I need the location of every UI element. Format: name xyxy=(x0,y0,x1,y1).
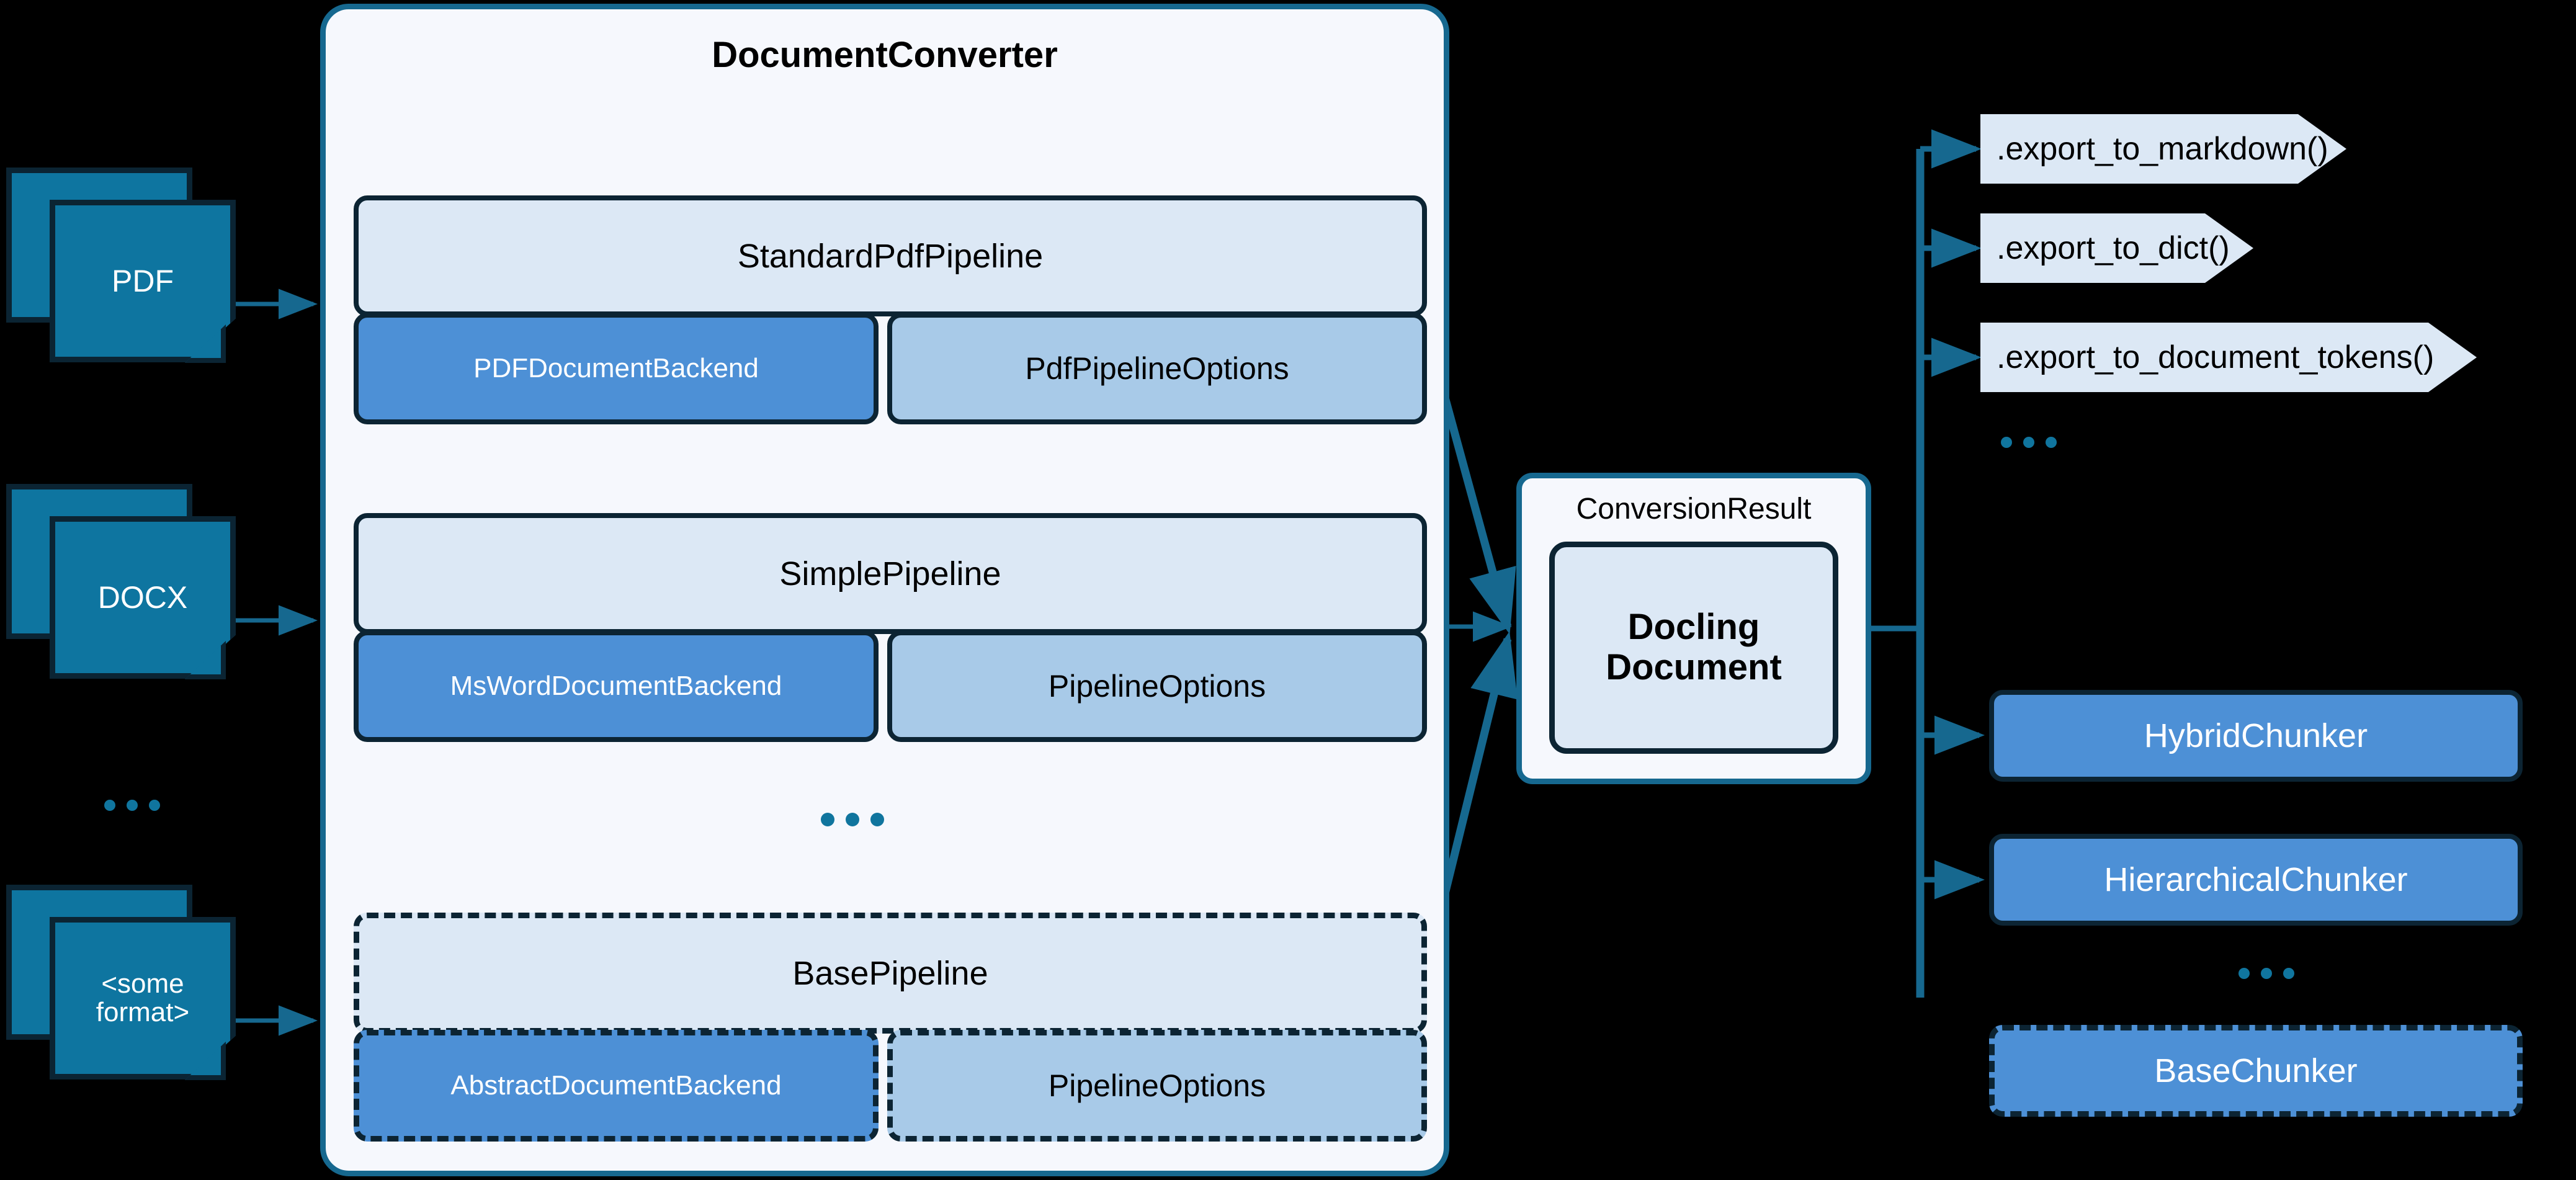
chunker-label: HierarchicalChunker xyxy=(2104,861,2408,898)
conversion-result-box: ConversionResult Docling Document xyxy=(1516,473,1871,784)
pipeline-title: StandardPdfPipeline xyxy=(354,195,1427,316)
pipeline-options[interactable]: PdfPipelineOptions xyxy=(887,313,1427,424)
chunker-hybrid[interactable]: HybridChunker xyxy=(1989,690,2523,782)
input-doc-label: PDF xyxy=(112,263,174,298)
input-doc-label: DOCX xyxy=(97,579,188,615)
export-banner-markdown[interactable]: .export_to_markdown() xyxy=(1980,114,2346,184)
doc-front-sheet: <some format> xyxy=(50,917,236,1079)
doc-front-sheet: DOCX xyxy=(50,516,236,679)
doc-front-sheet: PDF xyxy=(50,200,236,362)
export-banner-dict[interactable]: .export_to_dict() xyxy=(1980,213,2253,283)
pipeline-title: SimplePipeline xyxy=(354,513,1427,634)
pipeline-components-row: AbstractDocumentBackend PipelineOptions xyxy=(354,1030,1427,1142)
chunker-label: HybridChunker xyxy=(2144,717,2368,754)
pipeline-backend[interactable]: PDFDocumentBackend xyxy=(354,313,879,424)
pipeline-options[interactable]: PipelineOptions xyxy=(887,630,1427,742)
export-banner-label: .export_to_markdown() xyxy=(1997,131,2328,167)
export-banner-label: .export_to_dict() xyxy=(1997,230,2230,266)
pipeline-base[interactable]: BasePipeline AbstractDocumentBackend Pip… xyxy=(354,913,1427,1142)
export-banner-label: .export_to_document_tokens() xyxy=(1997,339,2435,375)
pipeline-standard-pdf[interactable]: StandardPdfPipeline PDFDocumentBackend P… xyxy=(354,195,1427,424)
input-doc-label: <some format> xyxy=(96,968,190,1027)
pipeline-components-row: PDFDocumentBackend PdfPipelineOptions xyxy=(354,313,1427,424)
chunker-ellipsis xyxy=(2238,968,2294,979)
chunker-hierarchical[interactable]: HierarchicalChunker xyxy=(1989,834,2523,926)
conversion-result-title: ConversionResult xyxy=(1576,493,1812,525)
chunker-label: BaseChunker xyxy=(2154,1052,2358,1089)
pipeline-components-row: MsWordDocumentBackend PipelineOptions xyxy=(354,630,1427,742)
pipeline-options[interactable]: PipelineOptions xyxy=(887,1030,1427,1142)
pipeline-backend[interactable]: AbstractDocumentBackend xyxy=(354,1030,879,1142)
export-ellipsis xyxy=(2001,437,2057,448)
page-title: DocumentConverter xyxy=(712,35,1058,75)
pipeline-ellipsis xyxy=(821,813,884,826)
chunker-base[interactable]: BaseChunker xyxy=(1989,1025,2523,1117)
pipeline-title: BasePipeline xyxy=(354,913,1427,1034)
export-banner-document-tokens[interactable]: .export_to_document_tokens() xyxy=(1980,323,2477,392)
pipeline-simple[interactable]: SimplePipeline MsWordDocumentBackend Pip… xyxy=(354,513,1427,742)
document-converter-panel: DocumentConverter StandardPdfPipeline PD… xyxy=(320,4,1449,1176)
pipeline-backend[interactable]: MsWordDocumentBackend xyxy=(354,630,879,742)
input-ellipsis xyxy=(104,800,160,811)
docling-document-box[interactable]: Docling Document xyxy=(1549,542,1838,754)
